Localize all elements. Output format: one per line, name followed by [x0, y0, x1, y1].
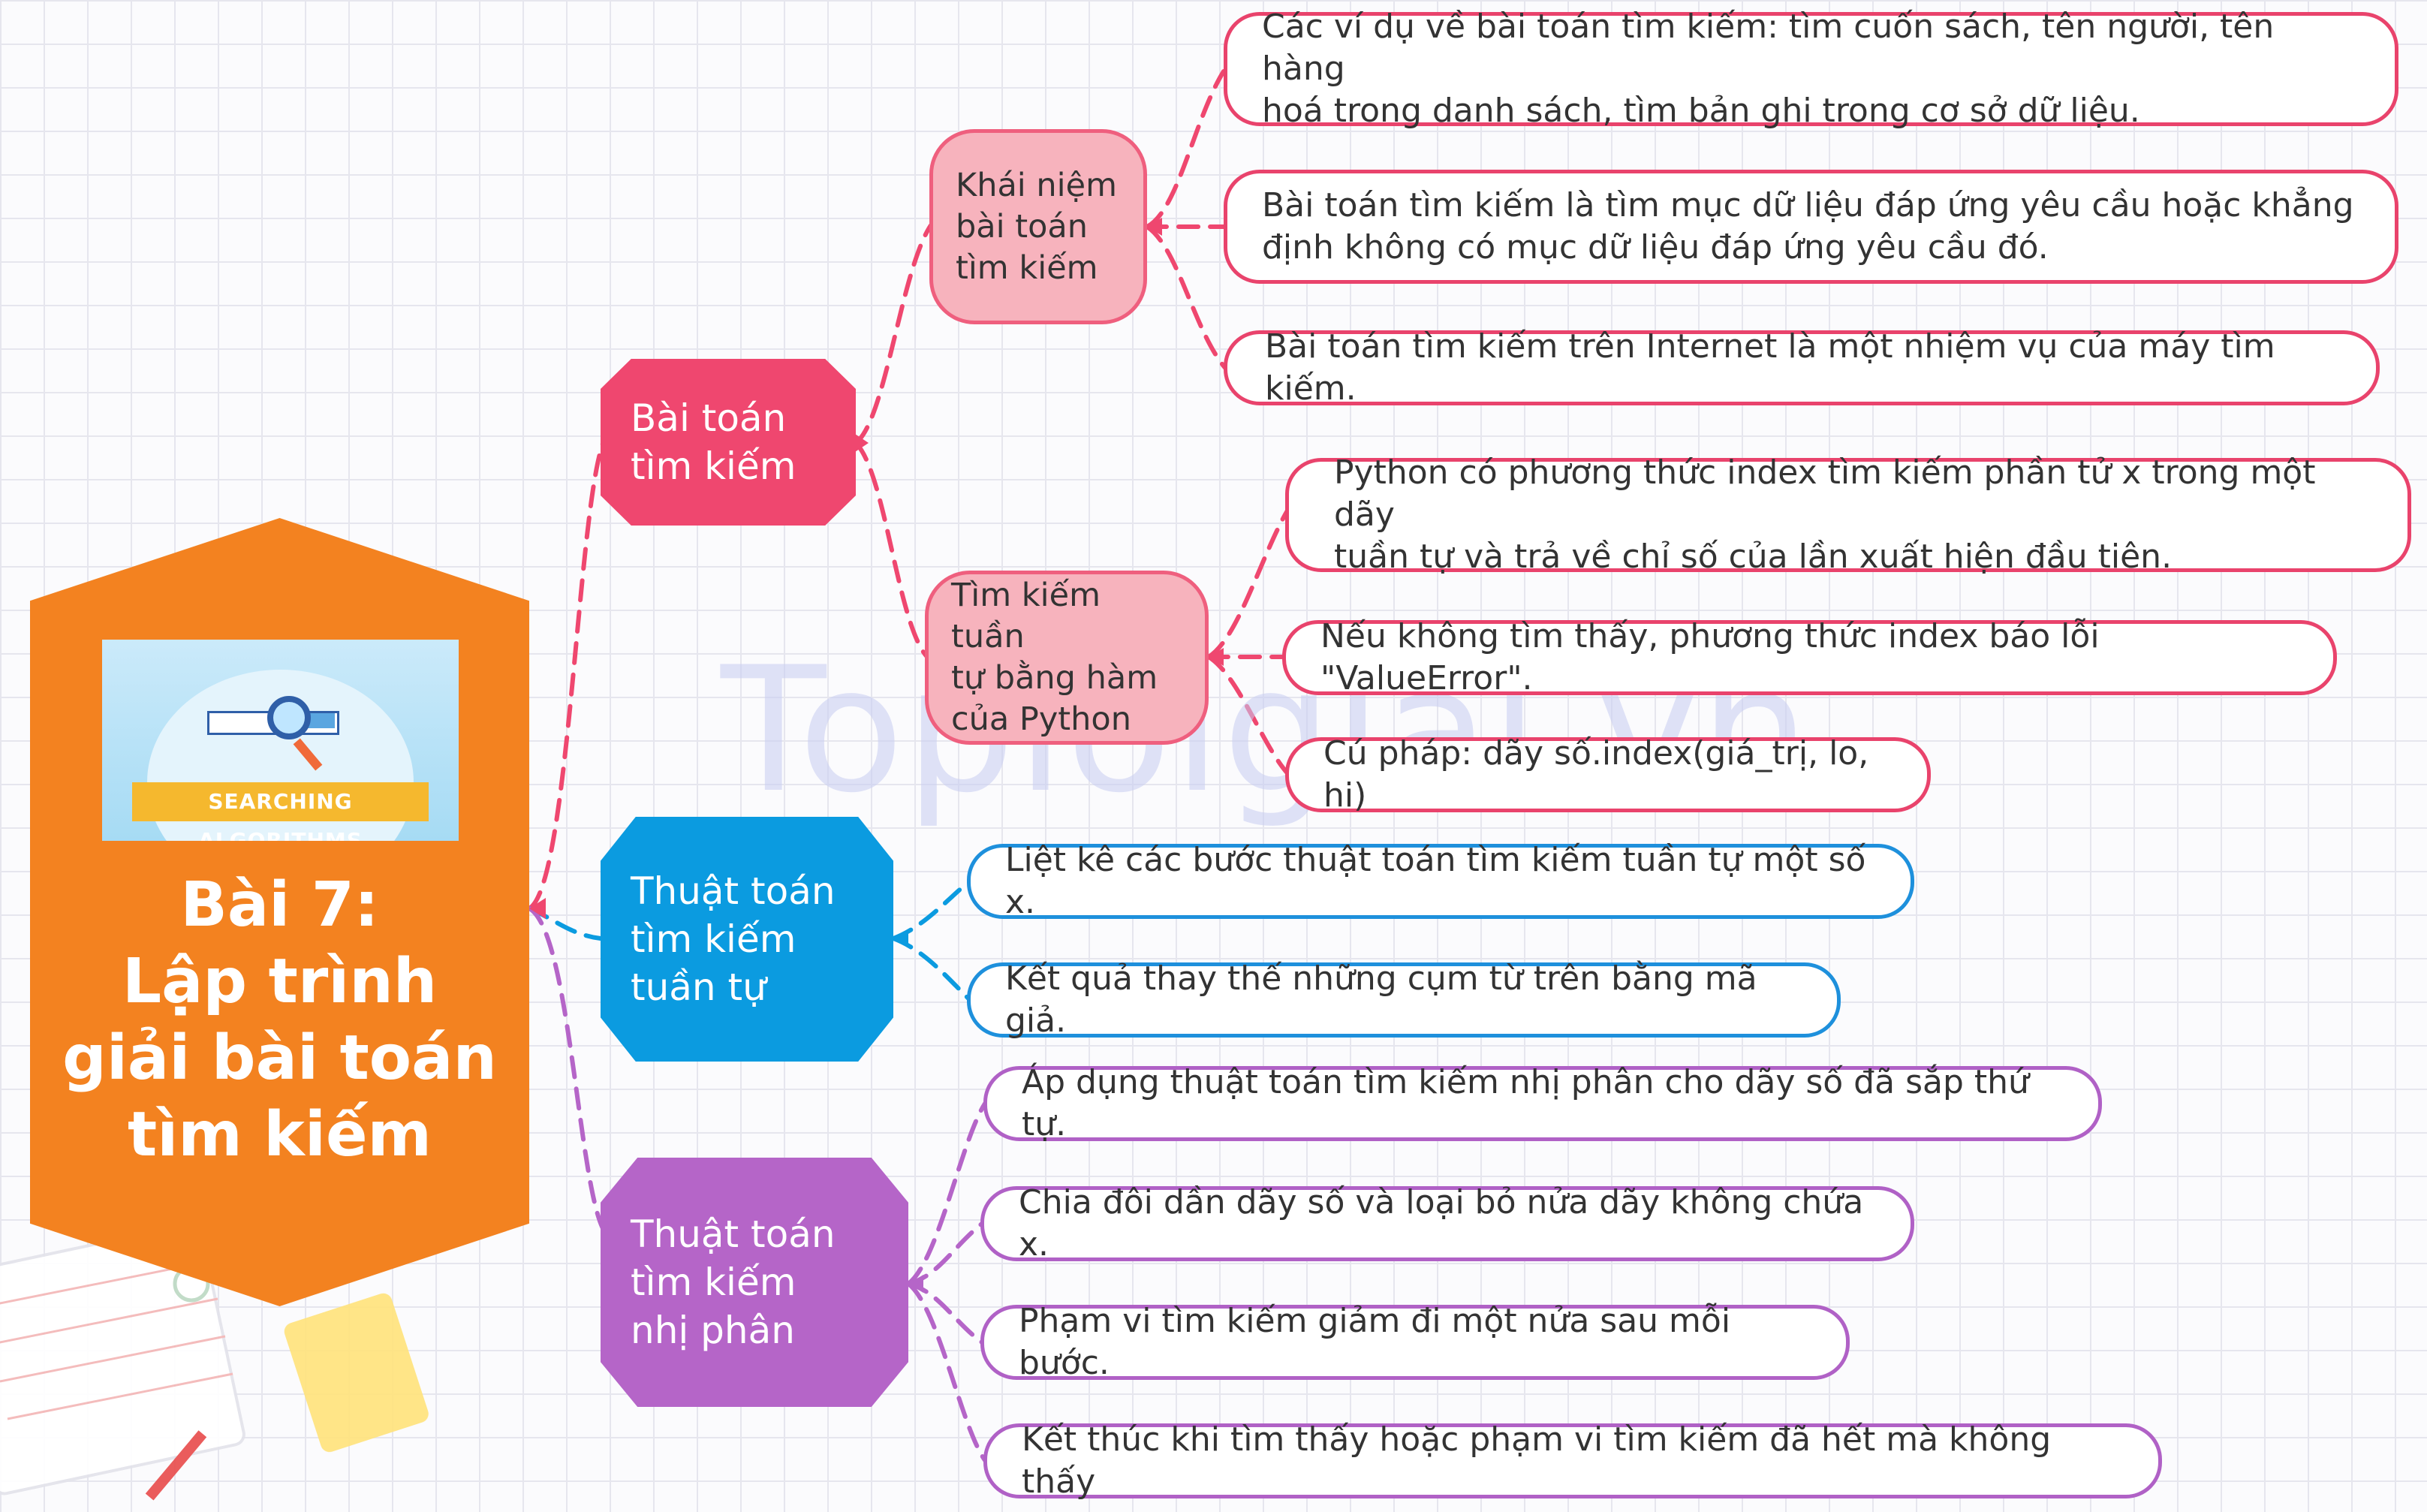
- sub-topic-label-line: Khái niệm: [956, 166, 1117, 204]
- leaf-node[interactable]: Cú pháp: dãy số.index(giá_trị, lo, hi): [1285, 734, 1931, 815]
- branch-bai-toan-tim-kiem[interactable]: Bài toán tìm kiếm: [601, 359, 856, 526]
- sub-topic-khai-niem[interactable]: Khái niệm bài toán tìm kiếm: [929, 129, 1147, 324]
- illustration-label: SEARCHING ALGORITHMS: [132, 782, 429, 841]
- leaf-text-line: Liệt kê các bước thuật toán tìm kiếm tuầ…: [1005, 841, 1866, 921]
- branch-label: Bài toán tìm kiếm: [631, 394, 796, 490]
- leaf-text-line: Kết quả thay thế những cụm từ trên bằng …: [1005, 959, 1757, 1040]
- arrow-branch3: [908, 1275, 923, 1293]
- leaf-text-line: định không có mục dữ liệu đáp ứng yêu cầ…: [1262, 228, 2049, 267]
- searching-algorithms-illustration: SEARCHING ALGORITHMS: [102, 640, 459, 841]
- root-title: Bài 7: Lập trình giải bài toán tìm kiếm: [30, 867, 529, 1173]
- leaf-node[interactable]: Các ví dụ về bài toán tìm kiếm: tìm cuốn…: [1224, 8, 2398, 130]
- leaf-node[interactable]: Chia đôi dần dãy số và loại bỏ nửa dãy k…: [980, 1183, 1914, 1264]
- leaf-node[interactable]: Liệt kê các bước thuật toán tìm kiếm tuầ…: [967, 841, 1914, 921]
- arrow-sub2: [1209, 648, 1224, 666]
- leaf-text-line: Python có phương thức index tìm kiếm phầ…: [1334, 453, 2316, 534]
- link-branch3-leaf4: [906, 1282, 987, 1462]
- sub-topic-label: Khái niệm bài toán tìm kiếm: [956, 165, 1117, 289]
- root-topic[interactable]: SEARCHING ALGORITHMS Bài 7: Lập trình gi…: [30, 518, 529, 1306]
- arrow-sub1: [1147, 218, 1162, 236]
- branch-tim-kiem-nhi-phan[interactable]: Thuật toán tìm kiếm nhị phân: [601, 1158, 908, 1407]
- link-sub2-leaf3: [1206, 655, 1290, 776]
- leaf-text-line: Áp dụng thuật toán tìm kiếm nhị phân cho…: [1022, 1063, 2029, 1143]
- magnifier-icon: [267, 696, 311, 739]
- leaf-text: Liệt kê các bước thuật toán tìm kiếm tuầ…: [1005, 839, 1876, 923]
- leaf-text: Bài toán tìm kiếm trên Internet là một n…: [1265, 326, 2341, 410]
- leaf-node[interactable]: Bài toán tìm kiếm là tìm mục dữ liệu đáp…: [1224, 170, 2398, 284]
- sub-topic-label-line: tự bằng hàm: [951, 659, 1158, 697]
- arrow-branch2: [893, 929, 908, 947]
- branch-label-line: Bài toán: [631, 396, 787, 440]
- link-branch2-leaf1: [891, 880, 971, 941]
- leaf-node[interactable]: Kết thúc khi tìm thấy hoặc phạm vi tìm k…: [983, 1420, 2162, 1501]
- link-branch3-leaf1: [906, 1101, 987, 1286]
- arrow-root: [529, 898, 546, 919]
- leaf-text: Nếu không tìm thấy, phương thức index bá…: [1320, 616, 2299, 700]
- root-title-line: Bài 7:: [180, 869, 379, 941]
- sub-topic-label-line: bài toán: [956, 207, 1089, 245]
- sub-topic-label-line: của Python: [951, 700, 1131, 738]
- leaf-text-line: hoá trong danh sách, tìm bản ghi trong c…: [1262, 92, 2140, 130]
- leaf-text-line: Bài toán tìm kiếm trên Internet là một n…: [1265, 327, 2275, 408]
- branch-label-line: Thuật toán: [631, 1212, 836, 1256]
- arrow-branch1: [855, 434, 869, 452]
- link-branch2-leaf2: [891, 936, 971, 1001]
- branch-label-line: Thuật toán: [631, 869, 836, 913]
- leaf-text: Kết quả thay thế những cụm từ trên bằng …: [1005, 958, 1802, 1042]
- leaf-text-line: Kết thúc khi tìm thấy hoặc phạm vi tìm k…: [1022, 1420, 2052, 1501]
- sub-topic-label-line: tìm kiếm: [956, 248, 1098, 287]
- leaf-text: Bài toán tìm kiếm là tìm mục dữ liệu đáp…: [1262, 185, 2354, 269]
- leaf-text-line: Các ví dụ về bài toán tìm kiếm: tìm cuốn…: [1262, 8, 2275, 88]
- leaf-text: Các ví dụ về bài toán tìm kiếm: tìm cuốn…: [1262, 6, 2360, 132]
- leaf-node[interactable]: Phạm vi tìm kiếm giảm đi một nửa sau mỗi…: [980, 1302, 1850, 1382]
- link-root-branch1: [527, 433, 609, 911]
- branch-label-line: tìm kiếm: [631, 1261, 796, 1304]
- leaf-text-line: Phạm vi tìm kiếm giảm đi một nửa sau mỗi…: [1019, 1302, 1731, 1382]
- link-branch1-sub1: [854, 223, 933, 445]
- branch-label-line: nhị phân: [631, 1309, 795, 1352]
- branch-label-line: tìm kiếm: [631, 917, 796, 961]
- branch-label-line: tuần tự: [631, 965, 766, 1009]
- root-title-line: Lập trình: [122, 946, 438, 1017]
- leaf-text: Cú pháp: dãy số.index(giá_trị, lo, hi): [1323, 733, 1893, 817]
- link-branch1-sub2: [854, 441, 929, 659]
- leaf-text: Kết thúc khi tìm thấy hoặc phạm vi tìm k…: [1022, 1419, 2124, 1503]
- link-sub2-leaf1: [1206, 508, 1290, 659]
- leaf-node[interactable]: Áp dụng thuật toán tìm kiếm nhị phân cho…: [983, 1063, 2102, 1143]
- leaf-text: Phạm vi tìm kiếm giảm đi một nửa sau mỗi…: [1019, 1300, 1811, 1384]
- leaf-text-line: Chia đôi dần dãy số và loại bỏ nửa dãy k…: [1019, 1183, 1864, 1264]
- link-sub1-leaf3: [1145, 224, 1227, 370]
- sub-topic-label: Tìm kiếm tuần tự bằng hàm của Python: [951, 575, 1182, 740]
- leaf-text: Áp dụng thuật toán tìm kiếm nhị phân cho…: [1022, 1062, 2064, 1146]
- leaf-node[interactable]: Kết quả thay thế những cụm từ trên bằng …: [967, 959, 1841, 1040]
- leaf-text: Chia đôi dần dãy số và loại bỏ nửa dãy k…: [1019, 1182, 1876, 1266]
- branch-label: Thuật toán tìm kiếm tuần tự: [631, 867, 836, 1011]
- branch-label: Thuật toán tìm kiếm nhị phân: [631, 1210, 836, 1354]
- branch-tim-kiem-tuan-tu[interactable]: Thuật toán tìm kiếm tuần tự: [601, 817, 893, 1062]
- root-title-line: giải bài toán: [62, 1023, 497, 1094]
- leaf-text-line: tuần tự và trả về chỉ số của lần xuất hi…: [1334, 538, 2173, 576]
- leaf-node[interactable]: Nếu không tìm thấy, phương thức index bá…: [1282, 617, 2337, 697]
- root-title-line: tìm kiếm: [128, 1099, 432, 1170]
- leaf-text-line: Bài toán tìm kiếm là tìm mục dữ liệu đáp…: [1262, 186, 2354, 224]
- link-root-branch3: [527, 906, 607, 1233]
- leaf-node[interactable]: Bài toán tìm kiếm trên Internet là một n…: [1224, 327, 2380, 408]
- leaf-text-line: Cú pháp: dãy số.index(giá_trị, lo, hi): [1323, 734, 1869, 815]
- leaf-text: Python có phương thức index tìm kiếm phầ…: [1334, 452, 2373, 578]
- link-sub1-leaf1: [1145, 69, 1226, 229]
- leaf-node[interactable]: Python có phương thức index tìm kiếm phầ…: [1285, 453, 2411, 576]
- branch-label-line: tìm kiếm: [631, 444, 796, 488]
- sub-topic-tim-kiem-python[interactable]: Tìm kiếm tuần tự bằng hàm của Python: [925, 571, 1209, 745]
- leaf-text-line: Nếu không tìm thấy, phương thức index bá…: [1320, 617, 2100, 697]
- sub-topic-label-line: Tìm kiếm tuần: [951, 577, 1101, 655]
